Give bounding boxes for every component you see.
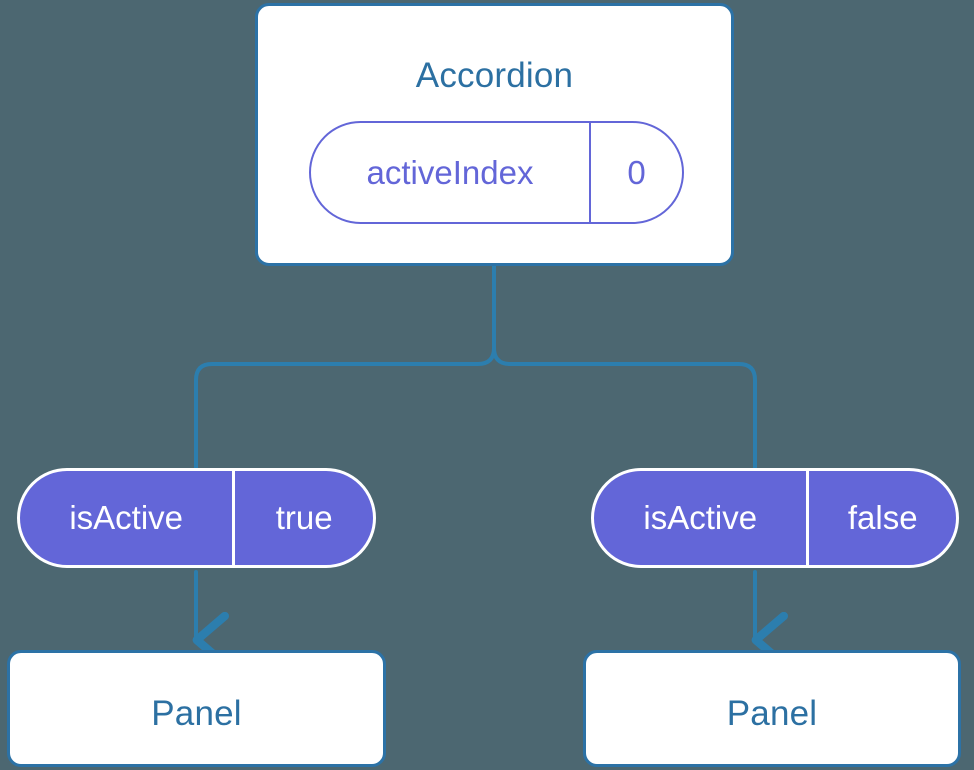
left-panel-component-card[interactable]: Panel <box>7 650 386 767</box>
left-prop-value: true <box>232 471 373 565</box>
accordion-state-key: activeIndex <box>366 153 534 191</box>
left-prop-key: isActive <box>69 499 184 536</box>
right-prop-key: isActive <box>643 499 758 536</box>
accordion-component-card[interactable]: Accordion activeIndex 0 <box>255 3 734 266</box>
right-panel-component-card[interactable]: Panel <box>583 650 961 767</box>
edge-branch-left <box>194 346 496 470</box>
right-prop-value: false <box>806 471 956 565</box>
accordion-state-pill[interactable]: activeIndex 0 <box>309 121 684 224</box>
edge-branch-right <box>492 346 757 470</box>
accordion-title: Accordion <box>415 56 574 95</box>
left-prop-pill[interactable]: isActive true <box>17 468 376 568</box>
accordion-state-value: 0 <box>588 123 682 222</box>
right-prop-pill[interactable]: isActive false <box>591 468 959 568</box>
right-panel-title: Panel <box>726 694 818 733</box>
left-panel-title: Panel <box>151 694 242 733</box>
